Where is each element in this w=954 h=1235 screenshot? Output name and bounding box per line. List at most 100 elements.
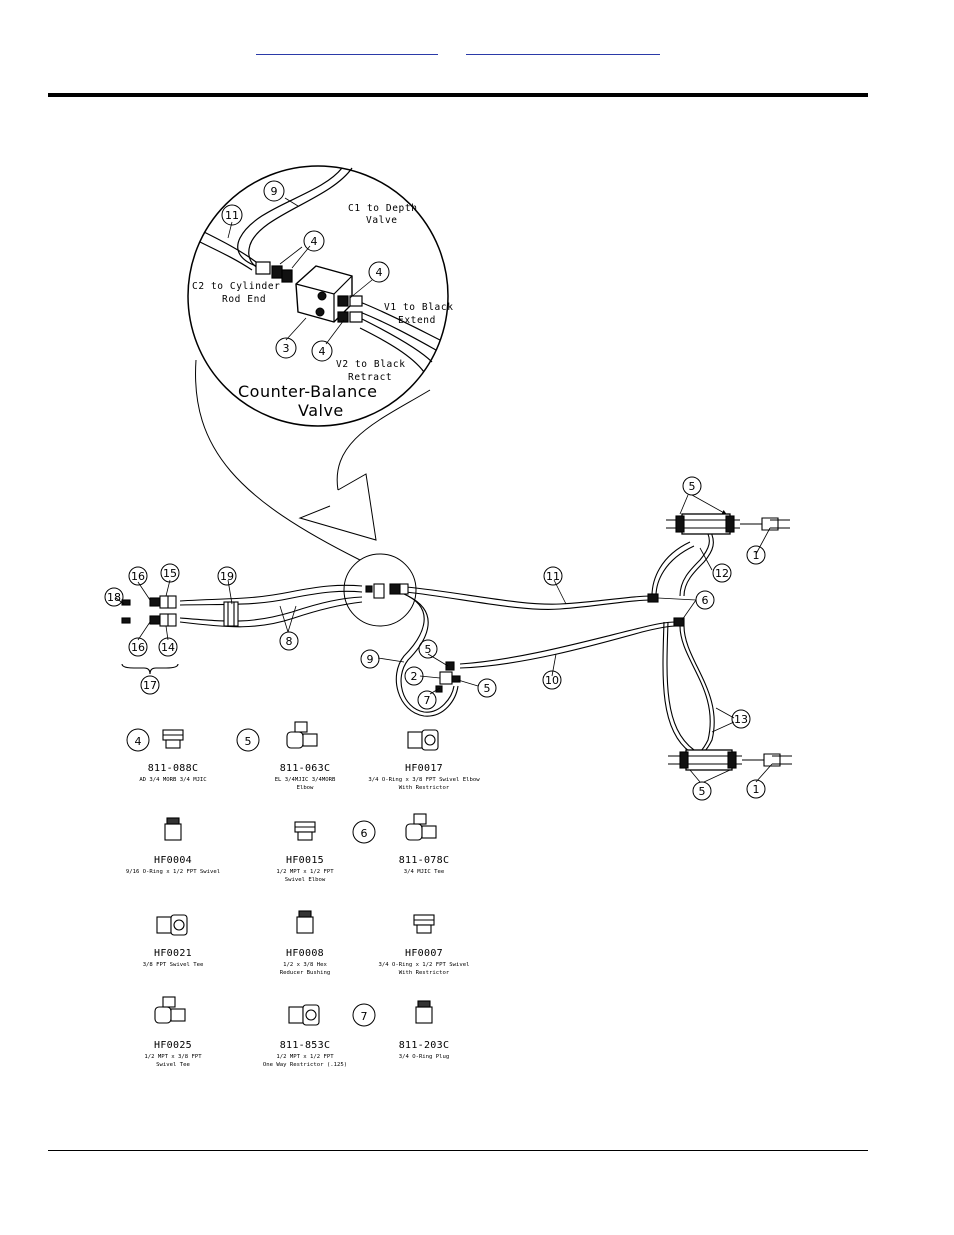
part-description: 1/2 x 3/8 Hex	[283, 962, 327, 968]
note-v1-line1: V1 to Black	[384, 302, 454, 313]
note-c1-line2: Valve	[366, 215, 398, 226]
callout-16a: 16	[131, 570, 145, 583]
callout-5b: 5	[425, 643, 432, 656]
fitting-icon	[164, 817, 182, 841]
callout-5d: 5	[699, 785, 706, 798]
fitting-icon	[407, 729, 439, 751]
part-hf0015: HF0015 1/2 MPT x 1/2 FPT Swivel Elbow	[276, 821, 334, 883]
inset-title-line2: Valve	[298, 401, 344, 420]
part-callout: 6	[361, 827, 368, 840]
part-number: 811-853C	[280, 1040, 331, 1051]
note-c2-line1: C2 to Cylinder	[192, 281, 280, 292]
callout-1a: 1	[753, 549, 760, 562]
callout-6: 6	[702, 594, 709, 607]
part-number: HF0015	[286, 855, 324, 866]
part-811-853c: 811-853C 1/2 MPT x 1/2 FPT One Way Restric…	[263, 1004, 347, 1068]
callout-5c: 5	[484, 682, 491, 695]
part-811-203c: 7 811-203C 3/4 O-Ring Plug	[352, 1000, 450, 1060]
note-v2-line2: Retract	[348, 372, 392, 383]
fitting-icon	[154, 996, 186, 1024]
part-callout: 7	[361, 1010, 368, 1023]
inset-callout-4a: 4	[311, 235, 318, 248]
inset-circle	[187, 165, 449, 427]
nav-link-1[interactable]	[256, 40, 438, 55]
part-description: One Way Restrictor (.125)	[263, 1062, 347, 1068]
note-v1-line2: Extend	[398, 315, 436, 326]
main-hose-assembly	[104, 476, 792, 801]
part-callout: 4	[135, 735, 142, 748]
part-number: HF0021	[154, 948, 192, 959]
callout-15: 15	[163, 567, 177, 580]
part-number: HF0007	[405, 948, 443, 959]
fitting-icon	[288, 1004, 320, 1026]
fitting-icon	[162, 729, 184, 749]
callout-14: 14	[161, 641, 175, 654]
part-description: With Restrictor	[399, 970, 450, 976]
part-description: Elbow	[297, 785, 314, 791]
part-description: EL 3/4MJIC 3/4MORB	[275, 777, 336, 783]
part-description: 3/4 O-Ring x 3/8 FPT Swivel Elbow	[368, 777, 480, 783]
footer-rule	[48, 1150, 868, 1151]
callout-11: 11	[546, 570, 560, 583]
fitting-icon	[156, 914, 188, 936]
part-number: HF0025	[154, 1040, 192, 1051]
fitting-icon	[405, 813, 437, 841]
part-description: 1/2 MPT x 1/2 FPT	[276, 869, 334, 875]
inset-callout-3: 3	[283, 342, 290, 355]
note-v2-line1: V2 to Black	[336, 359, 406, 370]
part-811-063c: 5 811-063C EL 3/4MJIC 3/4MORB Elbow	[236, 721, 336, 791]
inset-callout-9: 9	[271, 185, 278, 198]
part-description: 1/2 MPT x 1/2 FPT	[276, 1054, 334, 1060]
part-number: HF0008	[286, 948, 324, 959]
callout-2: 2	[411, 670, 418, 683]
inset-title-line1: Counter-Balance	[238, 382, 377, 401]
fitting-icon	[413, 914, 435, 934]
callout-18: 18	[107, 591, 121, 604]
inset-callout-4c: 4	[319, 345, 326, 358]
fitting-icon	[286, 721, 318, 749]
part-callout: 5	[245, 735, 252, 748]
note-c2-line2: Rod End	[222, 294, 266, 305]
callout-13: 13	[734, 713, 748, 726]
callout-7: 7	[424, 694, 431, 707]
part-number: 811-063C	[280, 763, 331, 774]
inset-callout-4b: 4	[376, 266, 383, 279]
callout-5a: 5	[689, 480, 696, 493]
inset-counter-balance-valve	[187, 165, 449, 561]
note-c1-line1: C1 to Depth	[348, 203, 418, 214]
parts-legend: 4 811-088C AD 3/4 MORB 3/4 MJIC 5 811-063C EL…	[126, 721, 480, 1068]
part-number: 811-088C	[148, 763, 199, 774]
part-description: 1/2 MPT x 3/8 FPT	[144, 1054, 202, 1060]
part-description: 9/16 O-Ring x 1/2 FPT Swivel	[126, 869, 220, 875]
part-811-088c: 4 811-088C AD 3/4 MORB 3/4 MJIC	[126, 728, 207, 783]
fitting-icon	[296, 910, 314, 934]
part-number: 811-203C	[399, 1040, 450, 1051]
part-description: With Restrictor	[399, 785, 450, 791]
fitting-icon	[294, 821, 316, 841]
part-description: Reducer Bushing	[280, 970, 331, 976]
nav-link-2[interactable]	[466, 40, 660, 55]
part-hf0021: HF0021 3/8 FPT Swivel Tee	[143, 914, 204, 968]
callout-1b: 1	[753, 783, 760, 796]
part-number: HF0004	[154, 855, 192, 866]
part-description: Swivel Elbow	[285, 877, 326, 883]
part-description: AD 3/4 MORB 3/4 MJIC	[139, 777, 206, 783]
part-description: 3/4 MJIC Tee	[404, 869, 445, 875]
inset-callout-11: 11	[225, 209, 239, 222]
callout-12: 12	[715, 567, 729, 580]
part-hf0004: HF0004 9/16 O-Ring x 1/2 FPT Swivel	[126, 817, 220, 875]
part-description: 3/4 O-Ring Plug	[399, 1054, 450, 1060]
callout-9: 9	[367, 653, 374, 666]
callout-16b: 16	[131, 641, 145, 654]
fitting-icon	[415, 1000, 433, 1024]
part-number: HF0017	[405, 763, 443, 774]
part-811-078c: 6 811-078C 3/4 MJIC Tee	[352, 813, 450, 875]
part-hf0017: HF0017 3/4 O-Ring x 3/8 FPT Swivel ElbowW…	[368, 729, 480, 791]
part-number: 811-078C	[399, 855, 450, 866]
callout-17: 17	[143, 679, 157, 692]
part-description: 3/8 FPT Swivel Tee	[143, 962, 204, 968]
